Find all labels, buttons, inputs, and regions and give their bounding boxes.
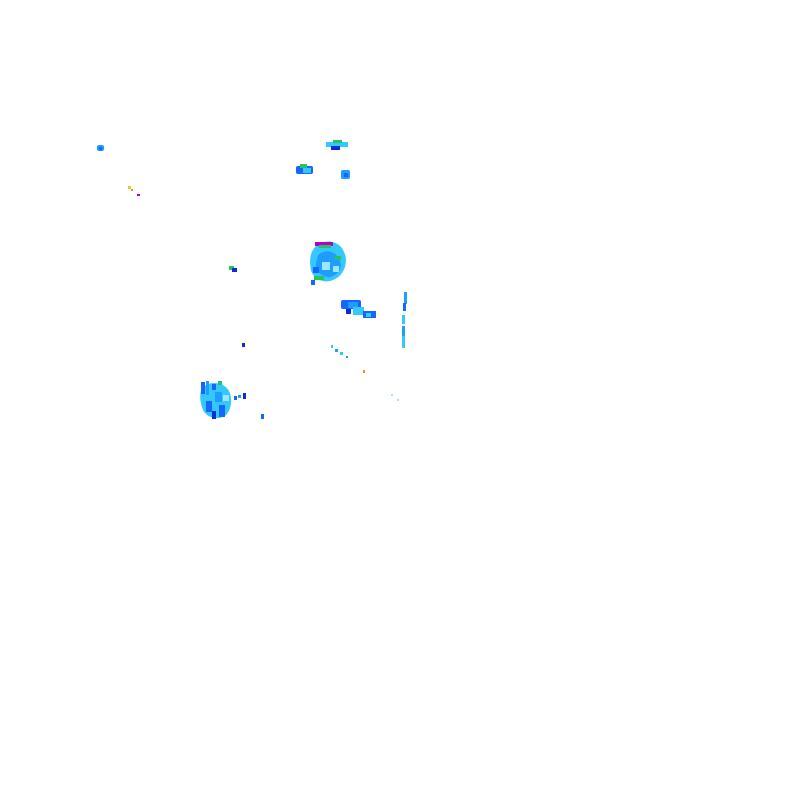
echo-southwest-cell [200, 381, 264, 419]
echo-pixel [128, 186, 131, 189]
echo-pixel [215, 392, 222, 402]
echo-pixel [333, 140, 342, 143]
echo-pixel [402, 336, 405, 348]
echo-pixel [218, 381, 222, 385]
echo-pixel [300, 164, 307, 168]
echo-pixel [333, 266, 339, 272]
echo-pixel [206, 401, 212, 412]
echo-pixel [137, 194, 140, 196]
echo-pixel [344, 173, 348, 177]
echo-pixel [219, 405, 225, 417]
echo-pixel [315, 242, 333, 246]
echo-pixel [314, 276, 324, 280]
echo-pixel [201, 382, 205, 394]
echo-pixel [326, 142, 348, 147]
echo-pixel [335, 256, 341, 260]
echo-pixel [353, 307, 364, 315]
echo-pixel [238, 395, 241, 398]
echo-pixel [303, 168, 311, 173]
echo-pixel [402, 326, 405, 336]
echo-pixel [234, 396, 237, 400]
echo-east-band [331, 292, 407, 401]
echo-small-west [229, 266, 245, 347]
echo-pixel [331, 345, 333, 348]
echo-pixel [335, 349, 338, 352]
echo-pixel [397, 399, 399, 401]
echo-main-cell [310, 241, 346, 285]
echo-pixel [331, 146, 340, 150]
echo-pixel [403, 303, 406, 311]
echo-pixel [340, 352, 343, 355]
echo-pixel [319, 245, 331, 248]
echo-pixel [346, 356, 348, 358]
echo-pixel [313, 267, 319, 273]
echo-pixel [261, 414, 264, 419]
echo-pixel [229, 266, 234, 270]
echo-pixel [99, 147, 102, 150]
echo-pixel [206, 381, 209, 395]
echo-pixel [346, 309, 351, 314]
echo-pixel [212, 411, 216, 419]
echo-pixel [404, 292, 407, 304]
echo-pixel [311, 280, 315, 285]
echo-pixel [243, 393, 246, 399]
echo-north-cluster [296, 140, 350, 179]
echo-pixel [366, 313, 371, 317]
echo-pixel [348, 302, 358, 308]
echo-pixel [223, 395, 229, 401]
echo-isolated-nw [97, 145, 140, 196]
echo-pixel [212, 384, 216, 390]
echo-pixel [402, 315, 405, 324]
echo-pixel [131, 189, 133, 191]
echo-pixel [232, 268, 237, 272]
echo-pixel [322, 262, 330, 270]
echo-pixel [363, 370, 365, 373]
echo-central-cluster [341, 300, 376, 318]
echo-pixel [242, 343, 245, 347]
echo-pixel [391, 394, 393, 396]
